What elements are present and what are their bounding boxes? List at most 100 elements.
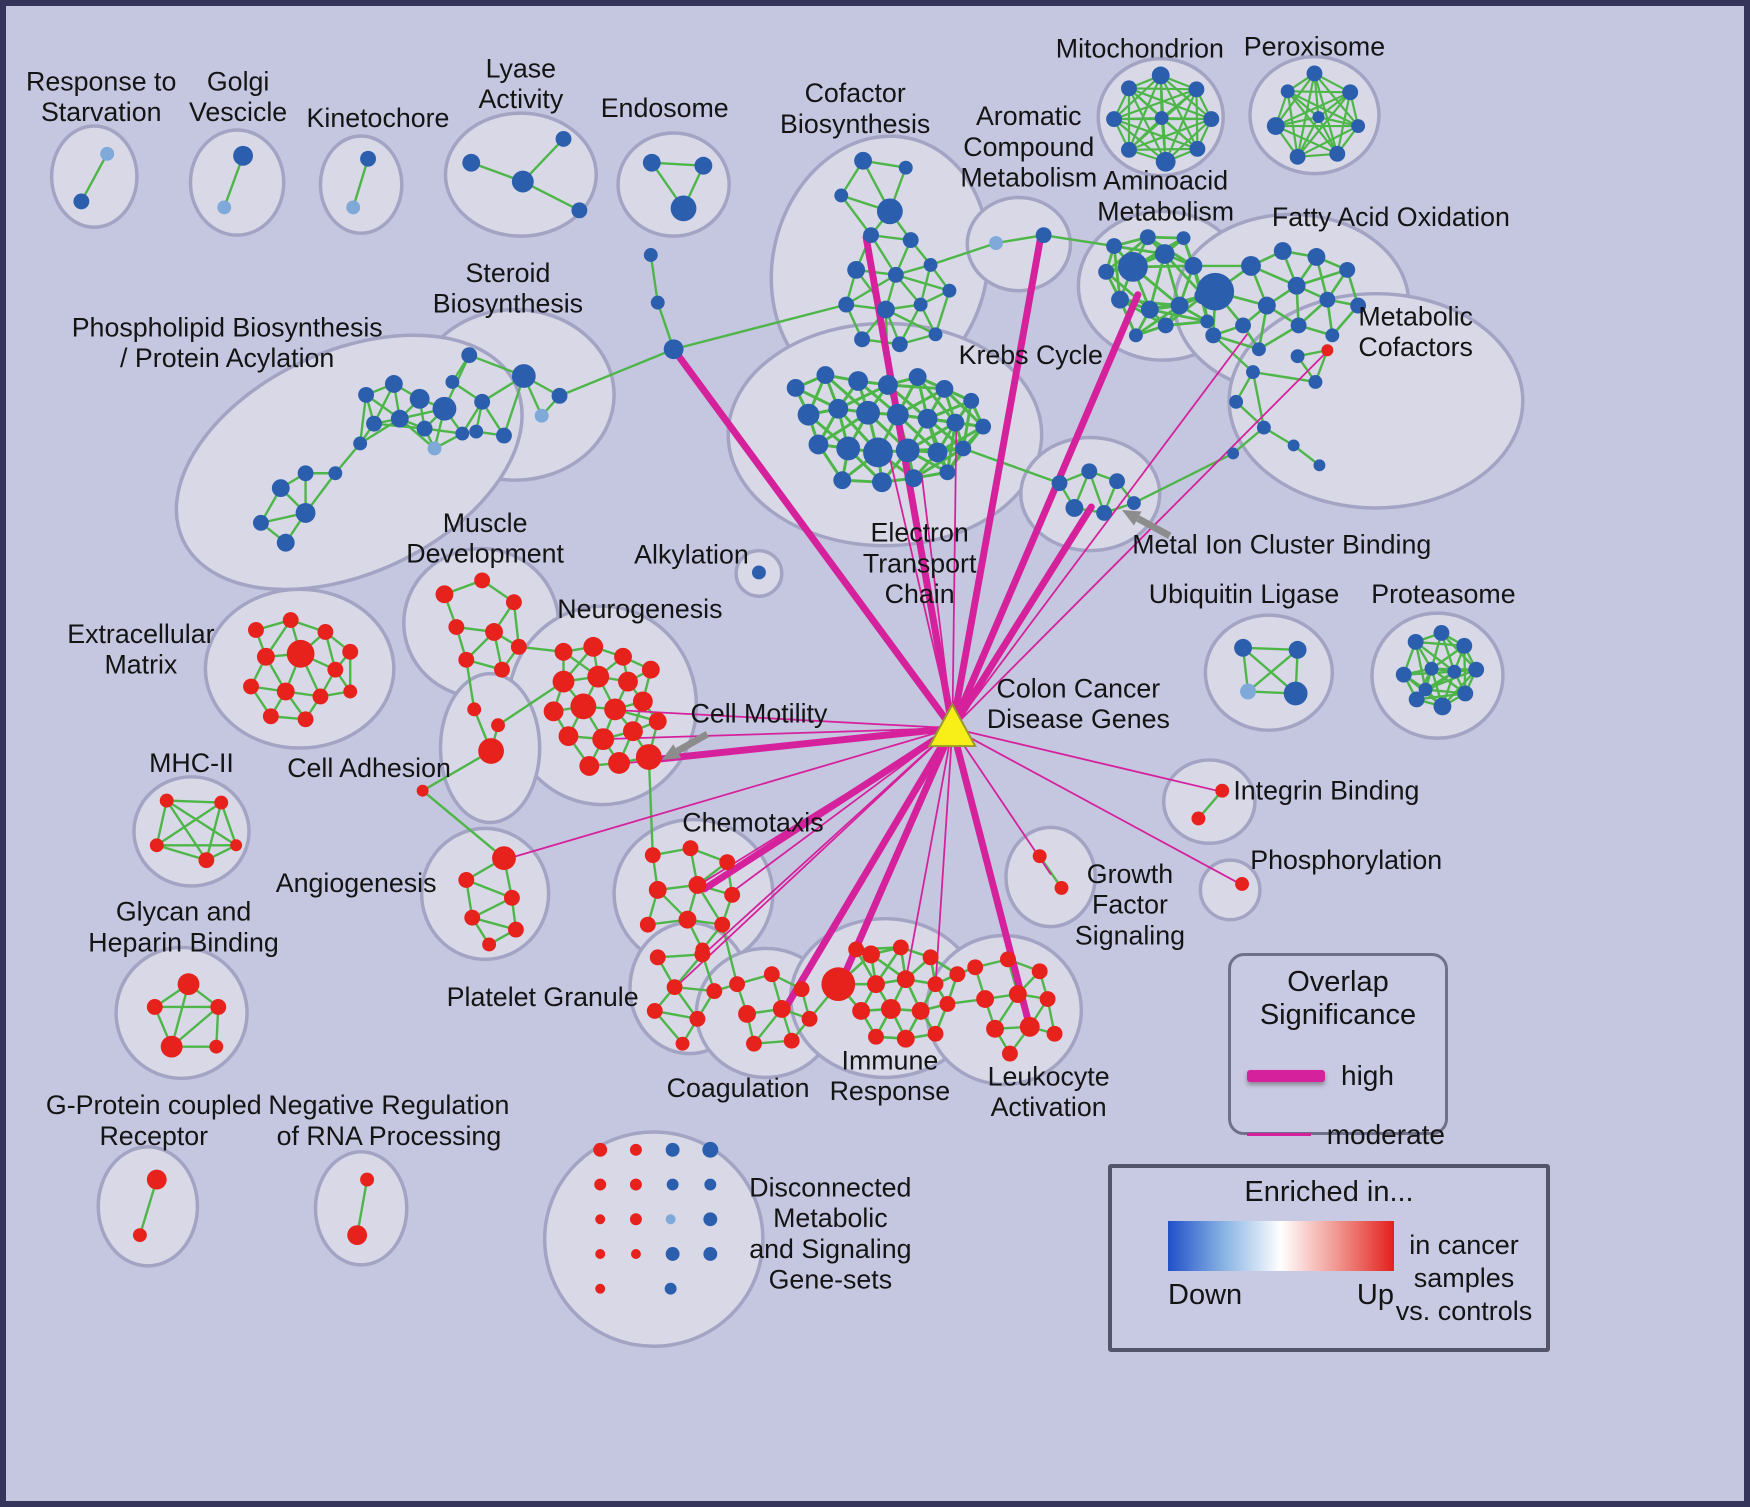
- gene-set-node-mhc-ii[interactable]: [149, 838, 164, 853]
- gene-set-node-neurogenesis[interactable]: [558, 726, 579, 747]
- gene-set-node-leukocyte-activation[interactable]: [1031, 963, 1048, 980]
- gene-set-node-chemotaxis[interactable]: [678, 910, 697, 929]
- gene-set-node-g-protein-coupled-receptor[interactable]: [146, 1169, 167, 1190]
- gene-set-node-phospholipid-protein-acylation[interactable]: [358, 386, 375, 403]
- gene-set-node-chemotaxis[interactable]: [714, 916, 731, 933]
- gene-set-node-peroxisome[interactable]: [1351, 119, 1366, 133]
- gene-set-node-cofactor-biosynthesis[interactable]: [847, 260, 866, 279]
- gene-set-node-fatty-acid-oxidation[interactable]: [1196, 272, 1235, 311]
- gene-set-node-glycan-heparin-binding[interactable]: [160, 1035, 183, 1058]
- gene-set-node-electron-transport-chain[interactable]: [816, 366, 835, 384]
- gene-set-node-aminoacid-metabolism[interactable]: [1111, 290, 1129, 309]
- gene-set-node-response-to-starvation[interactable]: [100, 146, 115, 161]
- gene-set-node-aminoacid-metabolism[interactable]: [1098, 263, 1115, 280]
- gene-set-node-coagulation[interactable]: [772, 1000, 791, 1018]
- gene-set-node-immune-response[interactable]: [896, 1029, 915, 1048]
- gene-set-node-neurogenesis[interactable]: [648, 712, 667, 731]
- gene-set-node-immune-response[interactable]: [892, 939, 909, 956]
- gene-set-node-metal-ion-cluster-binding[interactable]: [1051, 475, 1068, 492]
- gene-set-node-endosome[interactable]: [670, 195, 697, 222]
- gene-set-node-cell-adhesion[interactable]: [416, 784, 429, 797]
- gene-set-node-neurogenesis[interactable]: [632, 691, 653, 712]
- gene-set-node-fatty-acid-oxidation[interactable]: [1339, 261, 1356, 278]
- gene-set-node-metal-ion-cluster-binding[interactable]: [1081, 463, 1098, 480]
- gene-set-node-chemotaxis[interactable]: [648, 880, 667, 899]
- gene-set-node-disconnected-gene-sets[interactable]: [704, 1178, 717, 1191]
- gene-set-node-coagulation[interactable]: [793, 981, 810, 998]
- gene-set-node-platelet-granule[interactable]: [666, 979, 683, 996]
- gene-set-node-immune-response[interactable]: [868, 1028, 884, 1045]
- gene-set-node-neurogenesis[interactable]: [552, 670, 575, 693]
- gene-set-node-mitochondrion[interactable]: [1203, 111, 1220, 128]
- gene-set-node-disconnected-gene-sets[interactable]: [702, 1141, 719, 1158]
- gene-set-node-immune-response[interactable]: [896, 970, 915, 989]
- gene-set-node-disconnected-gene-sets[interactable]: [665, 1142, 680, 1157]
- gene-set-node-alkylation[interactable]: [751, 565, 766, 580]
- gene-set-node-cofactor-biosynthesis[interactable]: [834, 188, 849, 203]
- gene-set-node-proteasome[interactable]: [1424, 661, 1439, 676]
- gene-set-node-glycan-heparin-binding[interactable]: [177, 973, 200, 996]
- gene-set-node-cofactor-biosynthesis[interactable]: [876, 198, 903, 225]
- gene-set-node-lyase-activity[interactable]: [571, 202, 588, 219]
- gene-set-node-neurogenesis[interactable]: [554, 642, 573, 661]
- gene-set-node-extracellular-matrix[interactable]: [276, 682, 295, 701]
- gene-set-node-fatty-acid-oxidation[interactable]: [1350, 297, 1367, 314]
- gene-set-node-metal-ion-cluster-binding[interactable]: [1096, 504, 1113, 521]
- gene-set-node-phospholipid-protein-acylation[interactable]: [366, 415, 382, 432]
- gene-set-node-disconnected-gene-sets[interactable]: [664, 1282, 677, 1295]
- gene-set-node-extracellular-matrix[interactable]: [343, 684, 358, 699]
- gene-set-node-electron-transport-chain[interactable]: [935, 379, 954, 398]
- gene-set-node-angiogenesis[interactable]: [503, 889, 520, 906]
- gene-set-node-cofactor-biosynthesis[interactable]: [913, 297, 928, 312]
- gene-set-node-neurogenesis[interactable]: [614, 647, 632, 666]
- gene-set-node-cofactor-biosynthesis[interactable]: [854, 151, 873, 170]
- gene-set-node-disconnected-gene-sets[interactable]: [593, 1142, 608, 1157]
- gene-set-node-immune-response[interactable]: [927, 1025, 944, 1042]
- gene-set-node-coagulation[interactable]: [801, 1010, 818, 1027]
- gene-set-node-neurogenesis[interactable]: [608, 752, 630, 774]
- gene-set-node-disconnected-gene-sets[interactable]: [665, 1214, 676, 1225]
- gene-set-node-metal-ion-cluster-binding[interactable]: [1109, 473, 1125, 490]
- gene-set-node-electron-transport-chain[interactable]: [856, 400, 880, 425]
- gene-set-node-platelet-granule[interactable]: [675, 1036, 690, 1051]
- gene-set-node-aminoacid-metabolism[interactable]: [1128, 328, 1143, 343]
- gene-set-node-mitochondrion[interactable]: [1121, 141, 1137, 158]
- gene-set-node-immune-response[interactable]: [927, 976, 944, 993]
- gene-set-node-cell-adhesion[interactable]: [467, 702, 482, 717]
- gene-set-node-peroxisome[interactable]: [1280, 84, 1295, 99]
- gene-set-node-electron-transport-chain[interactable]: [946, 413, 965, 432]
- gene-set-node-leukocyte-activation[interactable]: [986, 1019, 1004, 1038]
- gene-set-node-phospholipid-protein-acylation[interactable]: [390, 409, 409, 428]
- gene-set-node-cofactor-biosynthesis[interactable]: [898, 160, 913, 175]
- gene-set-node-electron-transport-chain[interactable]: [848, 371, 869, 391]
- gene-set-node-muscle-development[interactable]: [510, 638, 527, 655]
- gene-set-node-neurogenesis[interactable]: [543, 701, 564, 722]
- gene-set-node-extracellular-matrix[interactable]: [262, 708, 279, 725]
- gene-set-node-extracellular-matrix[interactable]: [286, 639, 315, 668]
- gene-set-node-phospholipid-protein-acylation[interactable]: [271, 479, 290, 498]
- gene-set-node-electron-transport-chain[interactable]: [917, 408, 938, 429]
- gene-set-node-lyase-activity[interactable]: [555, 130, 572, 147]
- gene-set-node-metabolic-cofactors[interactable]: [1246, 365, 1260, 380]
- gene-set-node-disconnected-gene-sets[interactable]: [665, 1247, 680, 1261]
- gene-set-node-glycan-heparin-binding[interactable]: [146, 999, 163, 1015]
- gene-set-node-fatty-acid-oxidation[interactable]: [1205, 327, 1222, 344]
- gene-set-node-kinetochore[interactable]: [346, 200, 361, 215]
- gene-set-node-proteasome[interactable]: [1408, 691, 1425, 708]
- gene-set-node-metal-ion-cluster-binding[interactable]: [1065, 499, 1084, 517]
- gene-set-node-metabolic-cofactors[interactable]: [1321, 344, 1334, 357]
- gene-set-node-disconnected-gene-sets[interactable]: [629, 1213, 642, 1226]
- gene-set-node-chemotaxis[interactable]: [639, 916, 656, 933]
- gene-set-node-electron-transport-chain[interactable]: [955, 440, 972, 457]
- gene-set-node-coagulation[interactable]: [738, 1004, 756, 1023]
- gene-set-node-neurogenesis[interactable]: [618, 671, 638, 692]
- gene-set-node-coagulation[interactable]: [729, 976, 746, 993]
- gene-set-node-metabolic-cofactors[interactable]: [1256, 420, 1271, 435]
- gene-set-node-phospholipid-protein-acylation[interactable]: [384, 375, 403, 393]
- gene-set-node-ubiquitin-ligase[interactable]: [1234, 638, 1252, 657]
- gene-set-node-electron-transport-chain[interactable]: [836, 436, 861, 461]
- gene-set-node-negative-regulation-rna-processing[interactable]: [360, 1172, 375, 1187]
- gene-set-node-cofactor-biosynthesis[interactable]: [902, 232, 919, 249]
- gene-set-node-lyase-activity[interactable]: [462, 153, 481, 172]
- gene-set-node-mitochondrion[interactable]: [1154, 111, 1169, 126]
